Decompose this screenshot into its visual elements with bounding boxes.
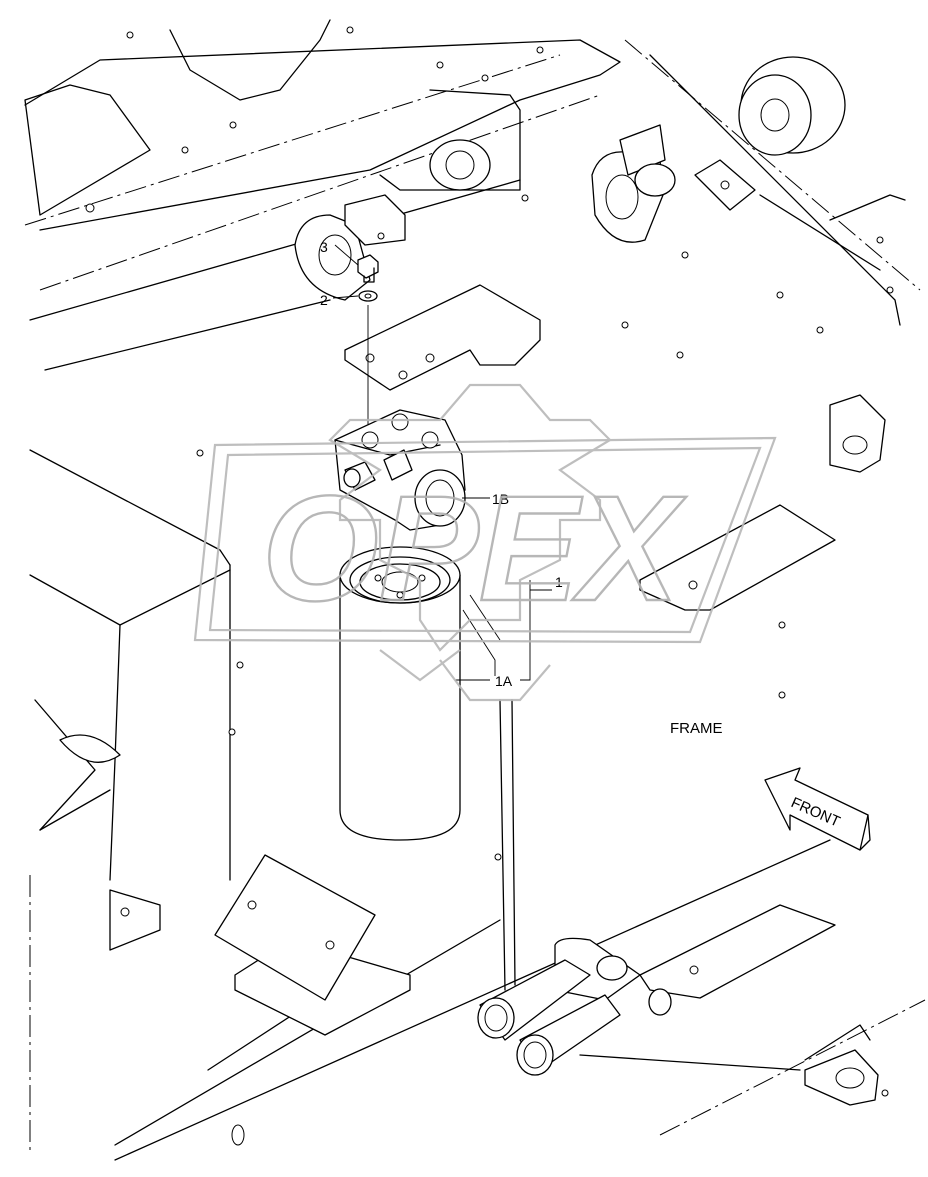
filter-head-part-1b bbox=[334, 409, 466, 531]
bolt-part-3 bbox=[357, 254, 379, 283]
watermark-logo: OPEX bbox=[193, 383, 777, 702]
washer-part-2 bbox=[358, 290, 378, 302]
callout-item-1a: 1A bbox=[495, 673, 513, 689]
callout-item-1: 1 bbox=[555, 574, 563, 590]
mounting-bracket bbox=[294, 194, 541, 391]
callout-item-2: 2 bbox=[320, 292, 328, 308]
lower-right-hinge bbox=[477, 699, 926, 1136]
right-frame-rail bbox=[591, 39, 921, 359]
callout-item-3: 3 bbox=[320, 239, 328, 255]
lower-center-frame bbox=[114, 839, 831, 1161]
leader-lines bbox=[332, 244, 552, 681]
frame-label: FRAME bbox=[670, 720, 723, 737]
upper-frame-plate bbox=[24, 19, 621, 371]
watermark-text: OPEX bbox=[262, 464, 687, 632]
front-direction-arrow: FRONT bbox=[764, 767, 871, 851]
callout-item-1b: 1B bbox=[492, 491, 509, 507]
lower-left-frame bbox=[29, 449, 244, 1150]
right-side-plates bbox=[639, 394, 886, 699]
